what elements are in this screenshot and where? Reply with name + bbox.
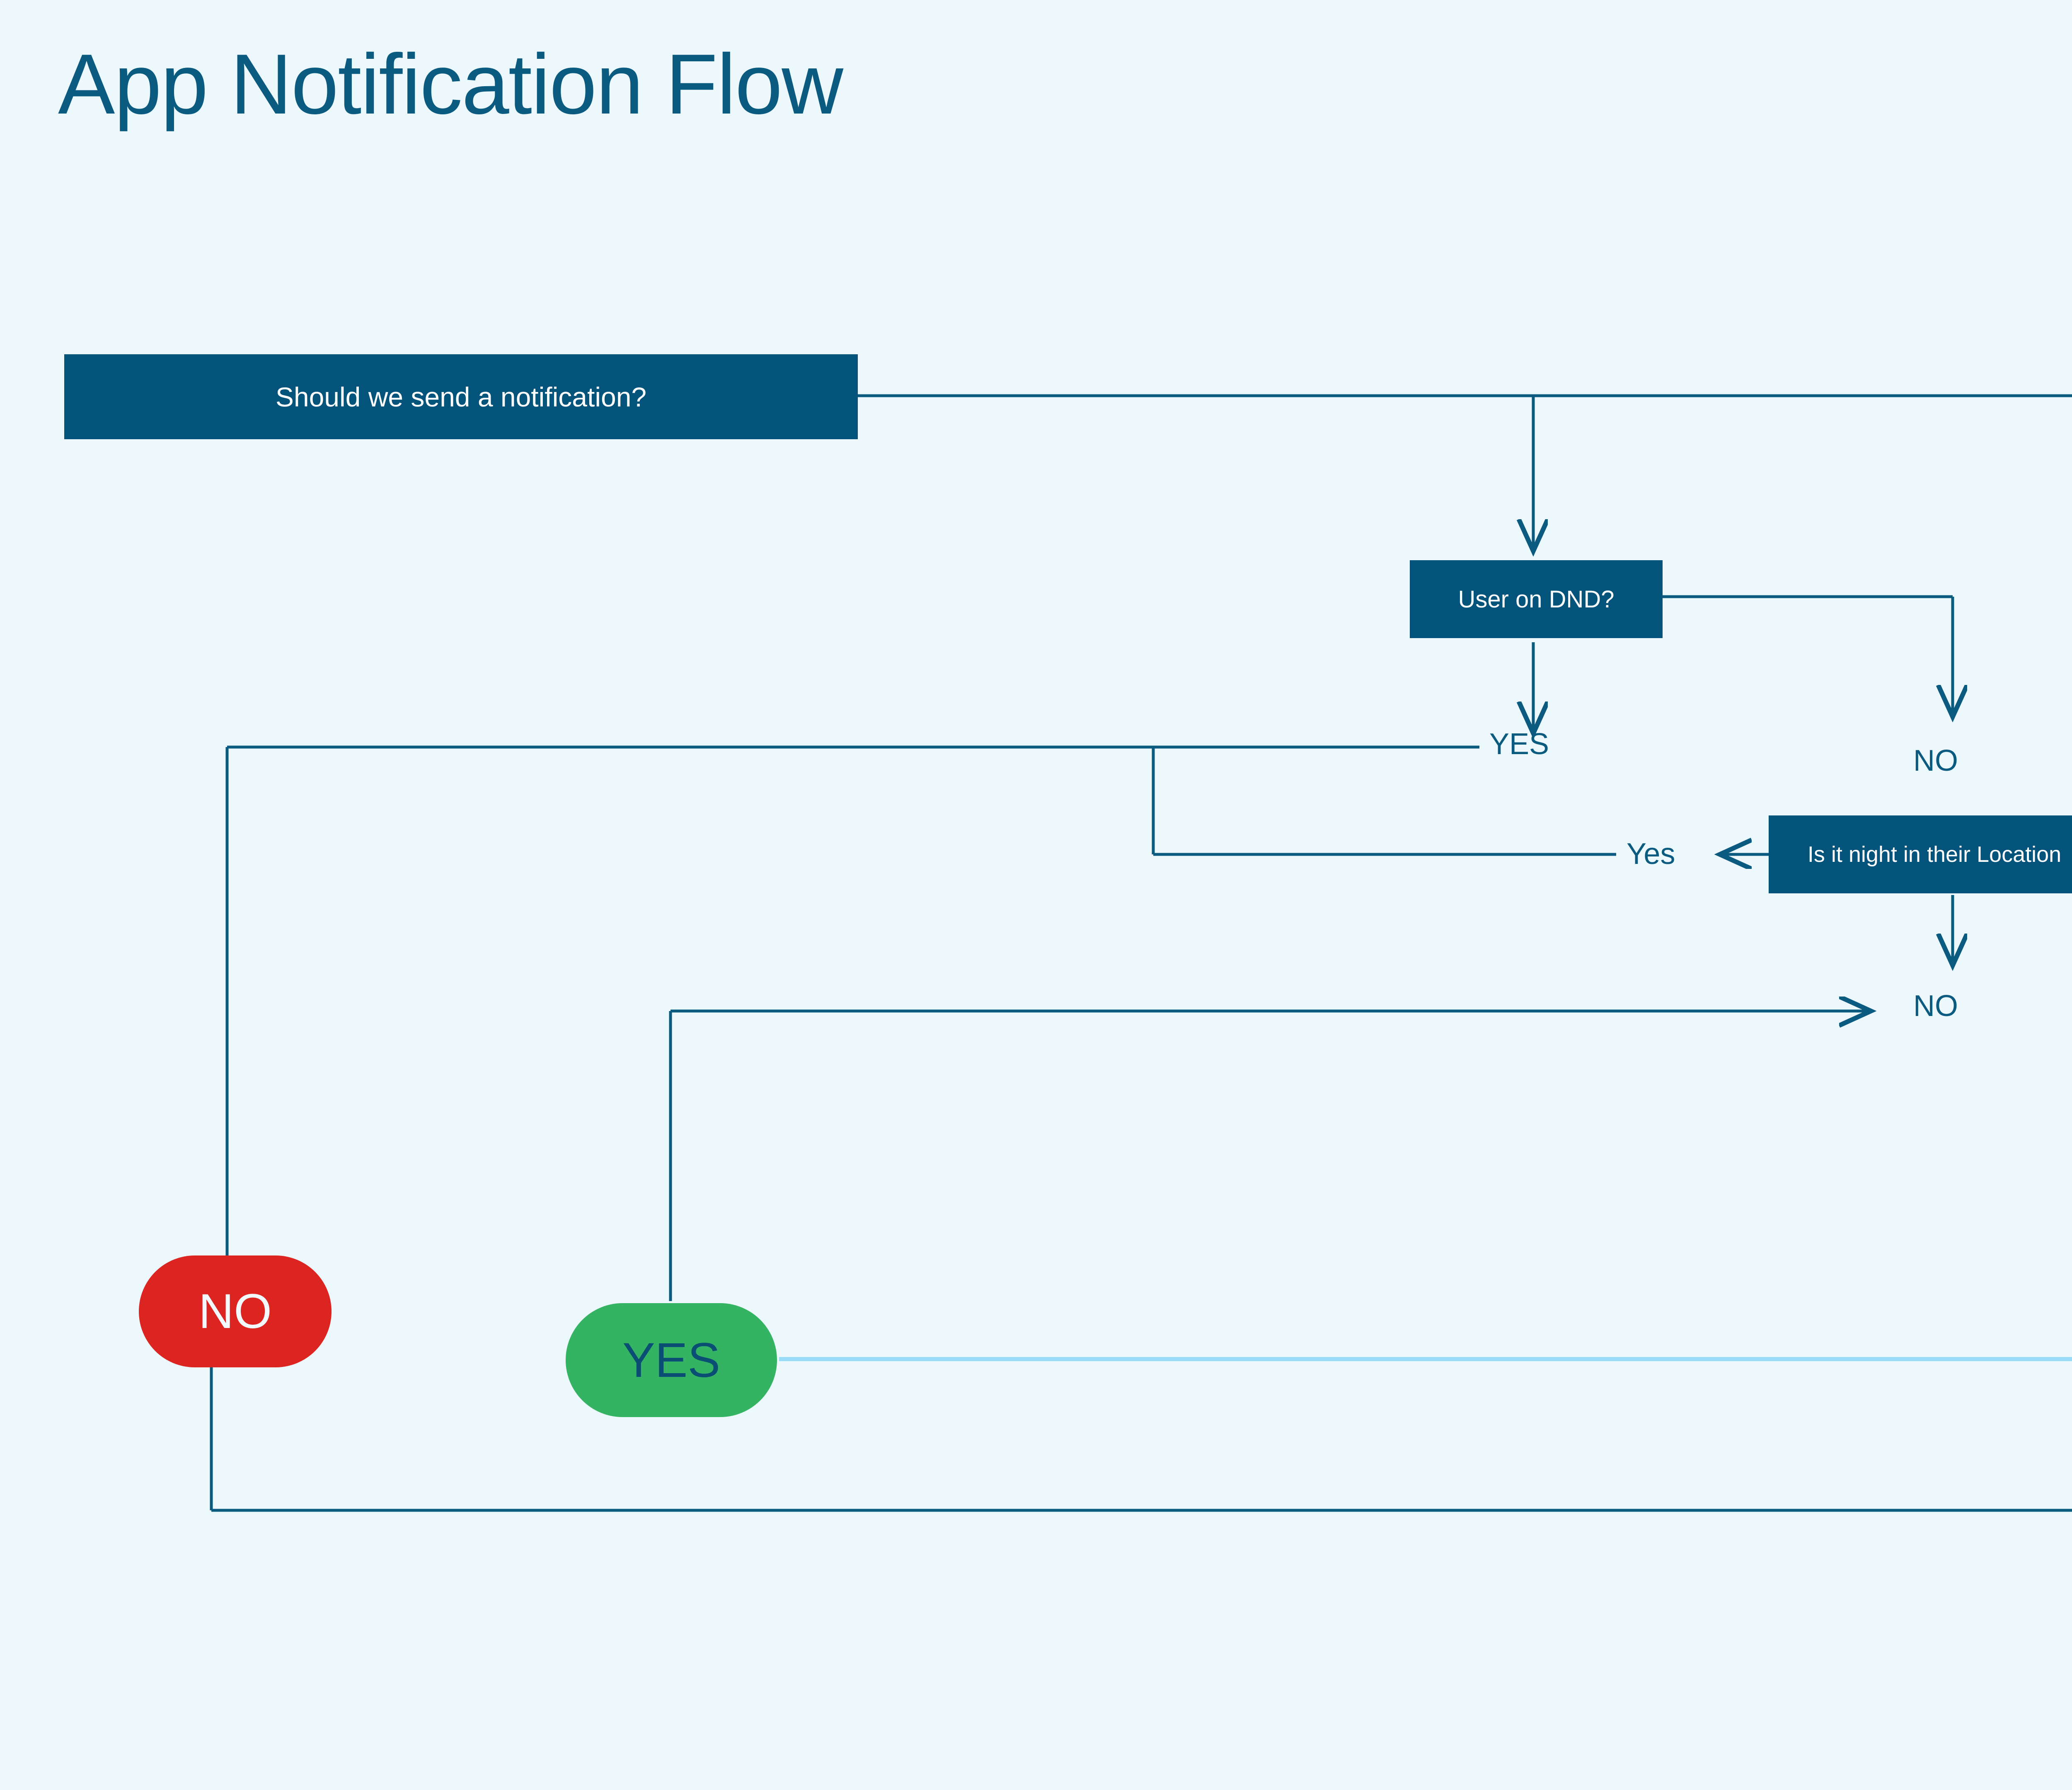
- node-label: NO: [198, 1284, 272, 1339]
- node-label: YES: [622, 1333, 721, 1388]
- page-title: App Notification Flow: [58, 36, 843, 132]
- node-user-on-dnd[interactable]: User on DND?: [1410, 560, 1663, 638]
- node-terminal-yes[interactable]: YES: [566, 1303, 777, 1417]
- node-label: User on DND?: [1458, 585, 1615, 613]
- edge-label-yes-night: Yes: [1627, 837, 1675, 871]
- node-label: Is it night in their Location: [1807, 842, 2062, 867]
- node-should-we-send-a-notification[interactable]: Should we send a notification?: [64, 354, 858, 439]
- edge-label-no-lower: NO: [1913, 989, 1958, 1023]
- node-label: Should we send a notification?: [275, 381, 647, 412]
- edge-label-yes-upper: YES: [1489, 728, 1549, 761]
- edge-label-no-upper: NO: [1913, 744, 1958, 777]
- node-terminal-no[interactable]: NO: [139, 1255, 332, 1367]
- node-is-it-night-in-their-location[interactable]: Is it night in their Location: [1769, 815, 2072, 893]
